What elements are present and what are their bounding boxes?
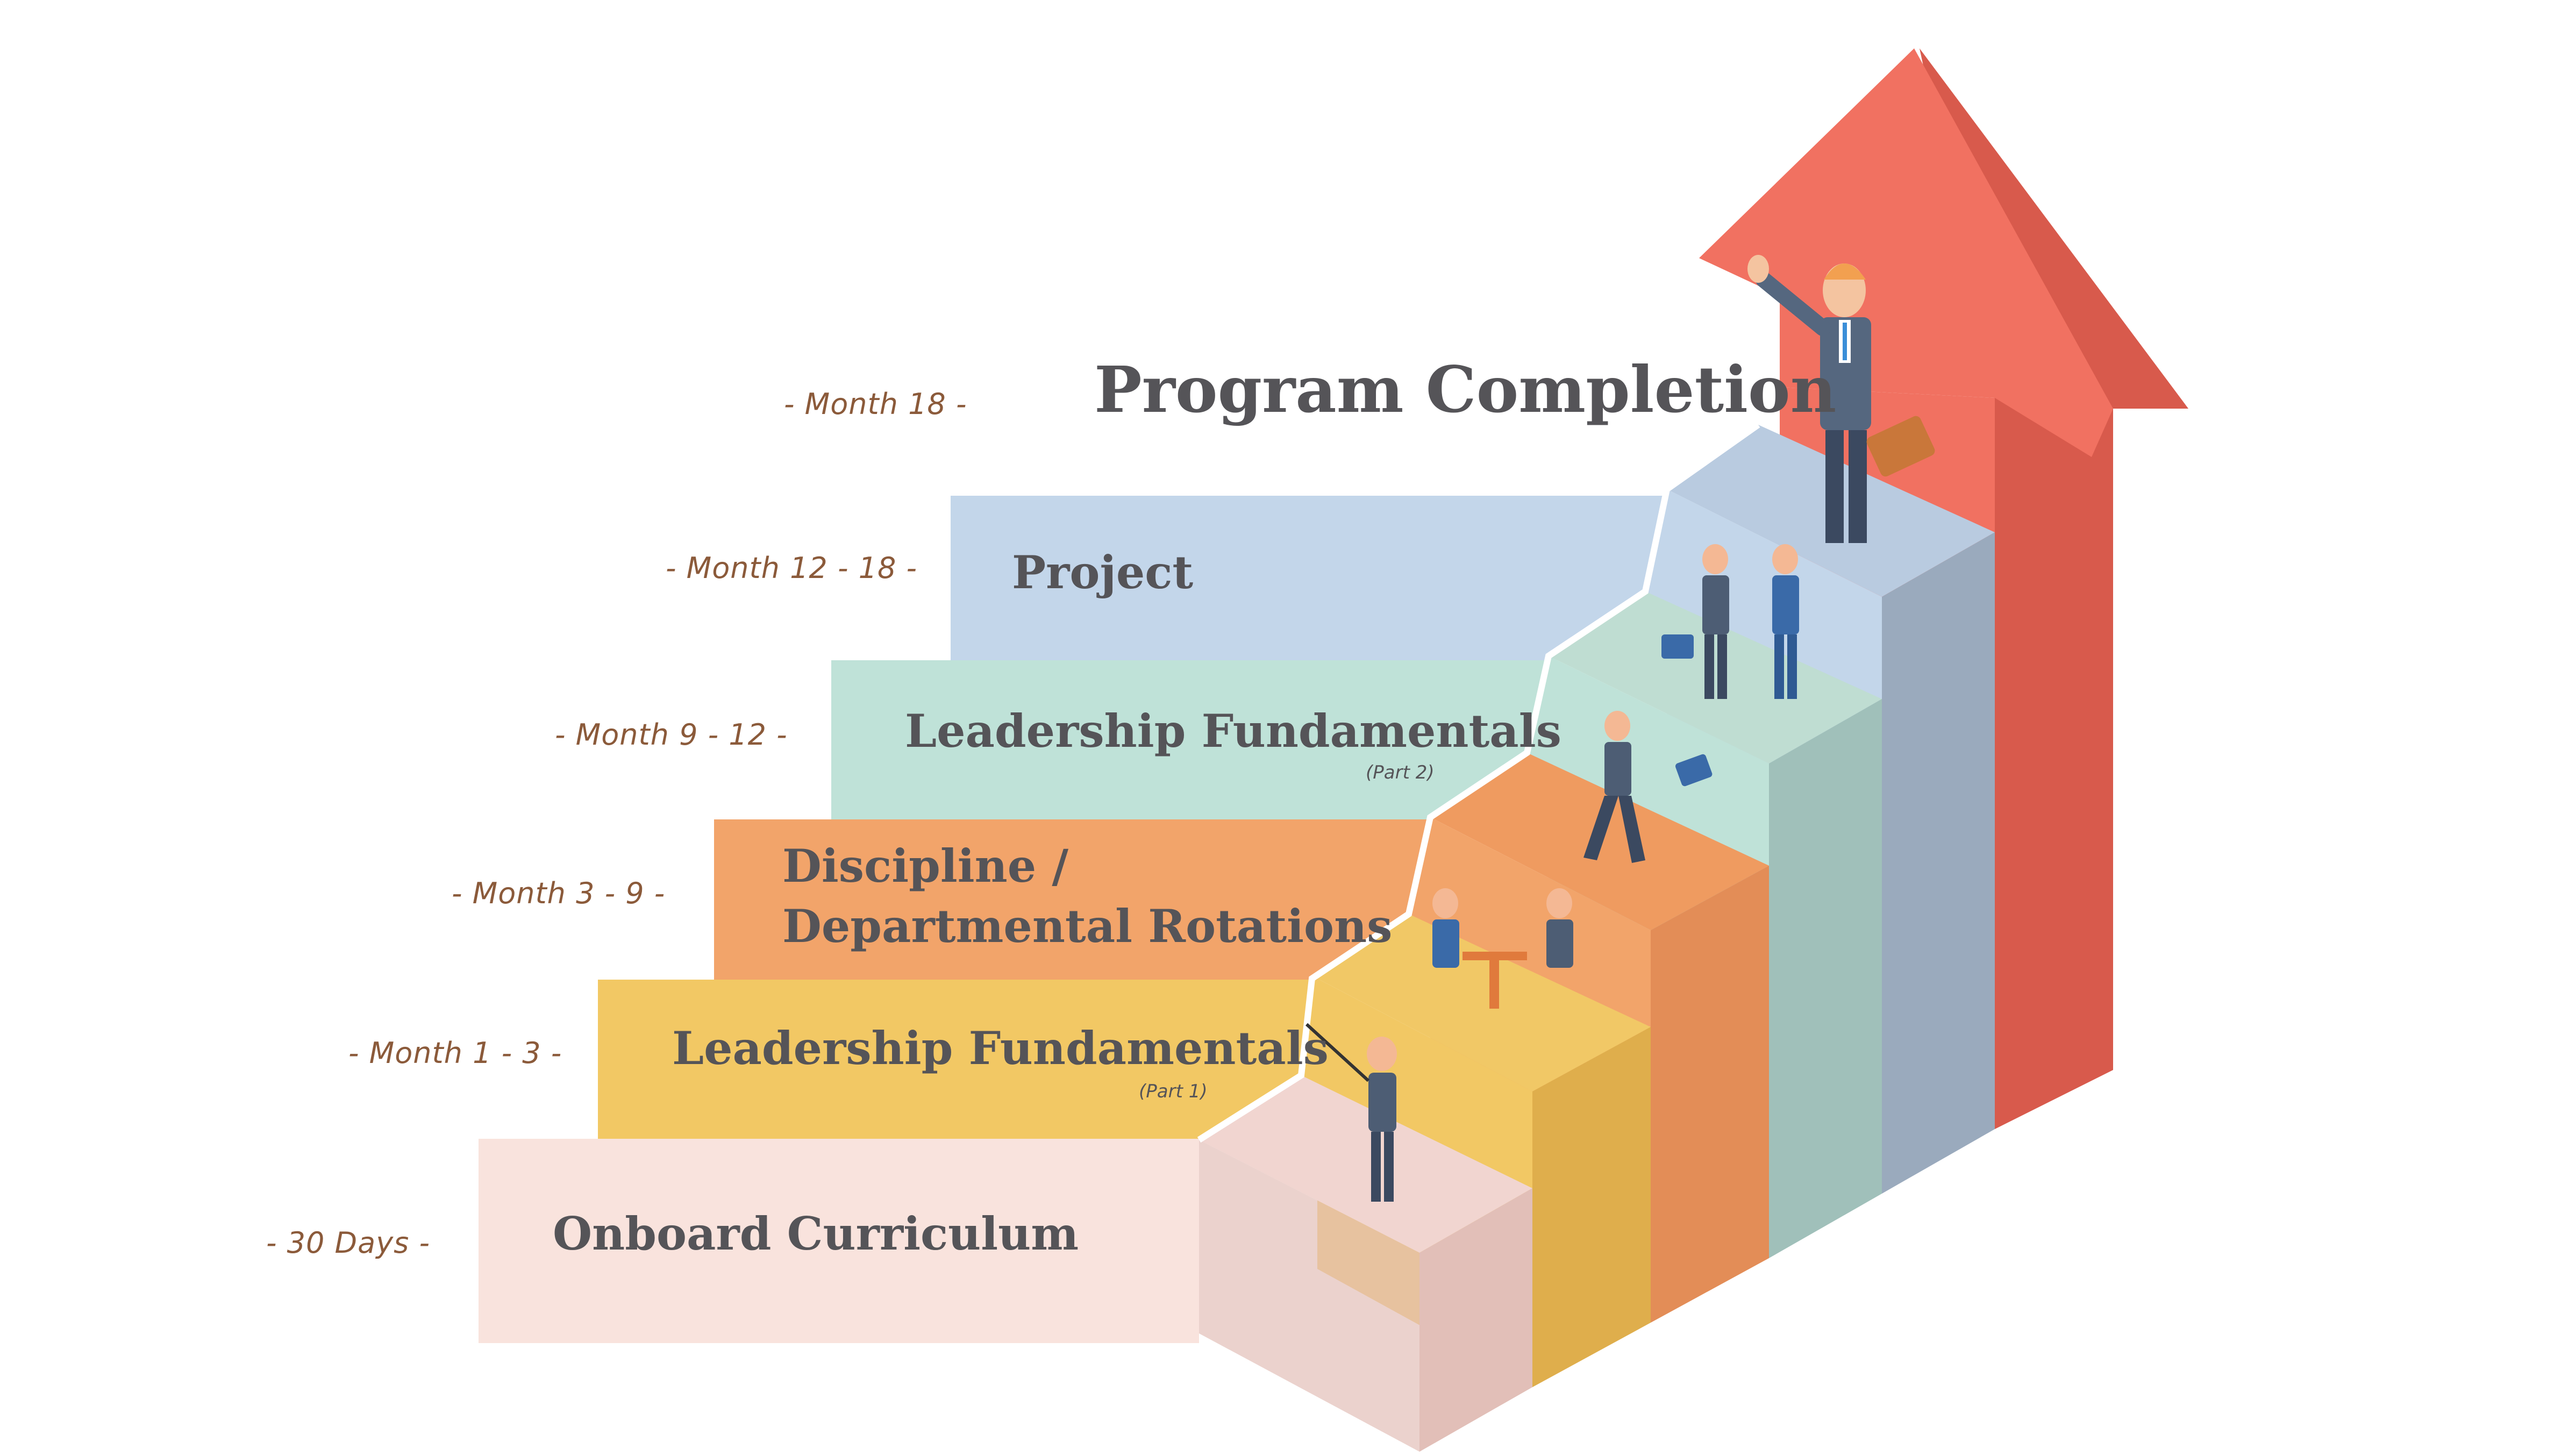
stage-2-title: Leadership Fundamentals xyxy=(672,1022,1329,1075)
stage-3-period: - Month 3 - 9 - xyxy=(452,876,666,910)
stage-4-note: (Part 2) xyxy=(1366,762,1435,783)
step-4-side xyxy=(1769,699,1882,1258)
arrow-front xyxy=(1699,48,2113,457)
waving-businessman-figure xyxy=(1747,255,1935,543)
stage-2-note: (Part 1) xyxy=(1139,1081,1208,1102)
stage-5-title: Project xyxy=(1012,546,1194,599)
stage-4-title: Leadership Fundamentals xyxy=(905,704,1561,758)
stage-2-period: - Month 1 - 3 - xyxy=(348,1036,562,1070)
step-1-front xyxy=(1199,1140,1419,1452)
band-rotations xyxy=(714,819,1435,980)
meeting-figures xyxy=(1432,888,1573,1009)
presenter-figure xyxy=(1305,1023,1397,1202)
band-onboard xyxy=(479,1139,1199,1343)
band-leadership-1 xyxy=(598,980,1318,1139)
stage-4-period: - Month 9 - 12 - xyxy=(555,718,788,752)
stage-1-title: Onboard Curriculum xyxy=(553,1207,1079,1260)
stage-3-title-line2: Departmental Rotations xyxy=(782,900,1393,953)
step-2-top xyxy=(1317,914,1651,1091)
band-project xyxy=(951,496,1671,660)
handshake-figures xyxy=(1661,544,1799,699)
step-3-side xyxy=(1651,866,1769,1323)
step-4-top xyxy=(1549,591,1882,763)
program-completion-title: Program Completion xyxy=(1094,352,1837,427)
step-5-side xyxy=(1882,532,1995,1194)
stage-3-title-line1: Discipline / xyxy=(782,839,1069,893)
runner-figure xyxy=(1583,711,1713,863)
step-1-top xyxy=(1199,1075,1532,1253)
step-edge-line xyxy=(1197,422,1760,1143)
stage-5-period: - Month 12 - 18 - xyxy=(666,551,917,585)
step-2-side xyxy=(1532,1027,1651,1387)
step-1-side xyxy=(1419,1188,1532,1452)
final-period: - Month 18 - xyxy=(784,387,967,421)
stage-1-period: - 30 Days - xyxy=(266,1226,430,1260)
band-leadership-2 xyxy=(831,660,1552,819)
